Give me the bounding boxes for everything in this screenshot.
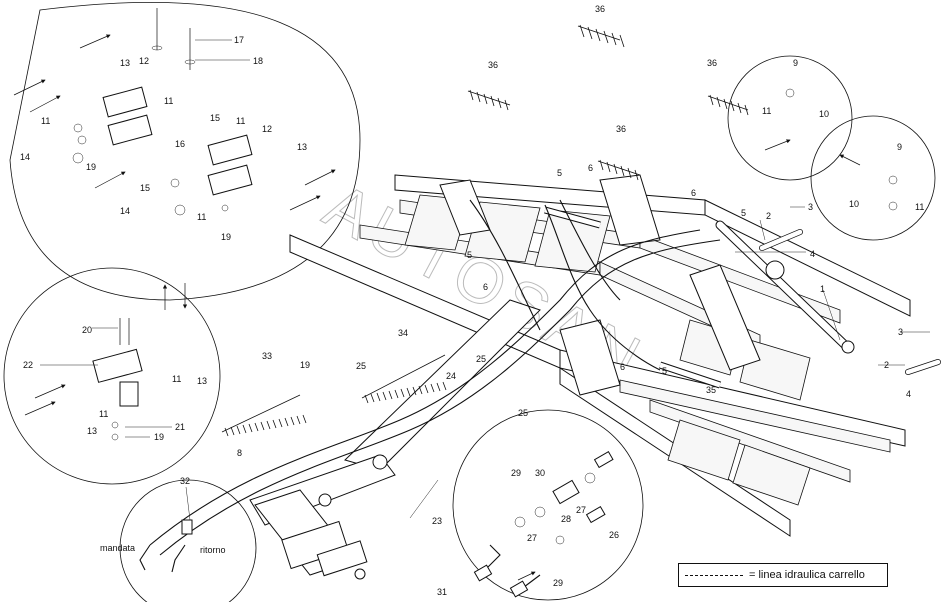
- part-label-25a: 25: [356, 361, 366, 371]
- part-label-4b: 4: [906, 389, 911, 399]
- part-label-13d: 13: [87, 426, 97, 436]
- part-label-28: 28: [561, 514, 571, 524]
- detail-view-bottom-left: [119, 479, 257, 602]
- part-label-19a: 19: [86, 162, 96, 172]
- part-label-17: 17: [234, 35, 244, 45]
- part-label-1: 1: [820, 284, 825, 294]
- part-label-16: 16: [175, 139, 185, 149]
- part-label-35: 35: [706, 385, 716, 395]
- part-label-15b: 15: [140, 183, 150, 193]
- dashed-line-icon: [685, 574, 743, 576]
- part-label-14b: 14: [120, 206, 130, 216]
- harrow-teeth: [221, 24, 749, 437]
- part-label-30: 30: [535, 468, 545, 478]
- detail-view-top-left: [9, 1, 361, 301]
- part-label-2: 2: [766, 211, 771, 221]
- part-label-36d: 36: [707, 58, 717, 68]
- quick-couplings: [473, 450, 614, 598]
- part-label-5d: 5: [662, 366, 667, 376]
- part-label-36a: 36: [595, 4, 605, 14]
- part-label-9a: 9: [793, 58, 798, 68]
- detail-view-left: [3, 267, 221, 485]
- part-label-12b: 12: [262, 124, 272, 134]
- part-label-11b: 11: [915, 202, 924, 212]
- part-label-13c: 13: [197, 376, 207, 386]
- part-label-32: 32: [180, 476, 190, 486]
- part-label-23: 23: [432, 516, 442, 526]
- pins: [759, 229, 941, 375]
- part-label-20: 20: [82, 325, 92, 335]
- drawbar: [249, 299, 541, 580]
- part-label-19d: 19: [154, 432, 164, 442]
- part-label-25c: 25: [518, 408, 528, 418]
- part-label-3: 3: [808, 202, 813, 212]
- hydraulic-hoses: [149, 199, 721, 556]
- part-label-9b: 9: [897, 142, 902, 152]
- part-label-5c: 5: [467, 250, 472, 260]
- part-label-27b: 27: [527, 533, 537, 543]
- part-label-6c: 6: [483, 282, 488, 292]
- part-label-6d: 6: [620, 362, 625, 372]
- internal-cylinders: [544, 206, 722, 389]
- legend-label: = linea idraulica carrello: [749, 569, 865, 581]
- part-label-8: 8: [237, 448, 242, 458]
- part-label-29b: 29: [553, 578, 563, 588]
- part-label-22: 22: [23, 360, 33, 370]
- part-label-5b: 5: [741, 208, 746, 218]
- part-label-11g: 11: [172, 374, 181, 384]
- flow-arrows: [13, 34, 861, 581]
- part-label-10b: 10: [849, 199, 859, 209]
- part-label-11h: 11: [99, 409, 108, 419]
- part-label-27a: 27: [576, 505, 586, 515]
- part-label-36c: 36: [616, 124, 626, 134]
- part-label-6a: 6: [588, 163, 593, 173]
- bolts: [119, 8, 196, 345]
- detail-view-bottom-center: [452, 409, 644, 601]
- part-label-10a: 10: [819, 109, 829, 119]
- label-mandata: mandata: [100, 543, 135, 553]
- part-label-3b: 3: [898, 327, 903, 337]
- part-label-11d: 11: [164, 96, 173, 106]
- detail-view-top-right-b: [810, 115, 936, 241]
- label-ritorno: ritorno: [200, 545, 226, 555]
- part-label-14a: 14: [20, 152, 30, 162]
- part-number-labels: 1 2 2 3 3 4 4 5 5 5 5 6 6 6 6 8 9 9 10 1…: [20, 4, 924, 597]
- hydraulic-cylinder: [715, 220, 855, 354]
- part-label-13a: 13: [120, 58, 130, 68]
- part-label-36b: 36: [488, 60, 498, 70]
- part-label-24: 24: [446, 371, 456, 381]
- part-label-6b: 6: [691, 188, 696, 198]
- fittings-small: [72, 88, 898, 545]
- part-label-5a: 5: [557, 168, 562, 178]
- part-label-21: 21: [175, 422, 185, 432]
- main-frame: [289, 174, 911, 537]
- lifting-arms: [439, 174, 761, 396]
- part-label-31: 31: [437, 587, 447, 597]
- leader-lines: [40, 39, 930, 521]
- part-label-12a: 12: [139, 56, 149, 66]
- part-label-29a: 29: [511, 468, 521, 478]
- part-label-19c: 19: [300, 360, 310, 370]
- part-label-11a: 11: [762, 106, 771, 116]
- part-label-15a: 15: [210, 113, 220, 123]
- part-label-33: 33: [262, 351, 272, 361]
- part-label-11c: 11: [41, 116, 50, 126]
- part-label-25b: 25: [476, 354, 486, 364]
- part-label-11f: 11: [197, 212, 206, 222]
- part-label-11e: 11: [236, 116, 245, 126]
- part-label-34: 34: [398, 328, 408, 338]
- part-label-13b: 13: [297, 142, 307, 152]
- legend: = linea idraulica carrello: [678, 563, 888, 587]
- part-label-18: 18: [253, 56, 263, 66]
- part-label-26: 26: [609, 530, 619, 540]
- part-label-19b: 19: [221, 232, 231, 242]
- valve-blocks: [92, 86, 253, 407]
- detail-view-top-right-a: [727, 55, 853, 181]
- part-label-4: 4: [810, 249, 815, 259]
- part-label-2b: 2: [884, 360, 889, 370]
- hose-couplers: [139, 519, 193, 573]
